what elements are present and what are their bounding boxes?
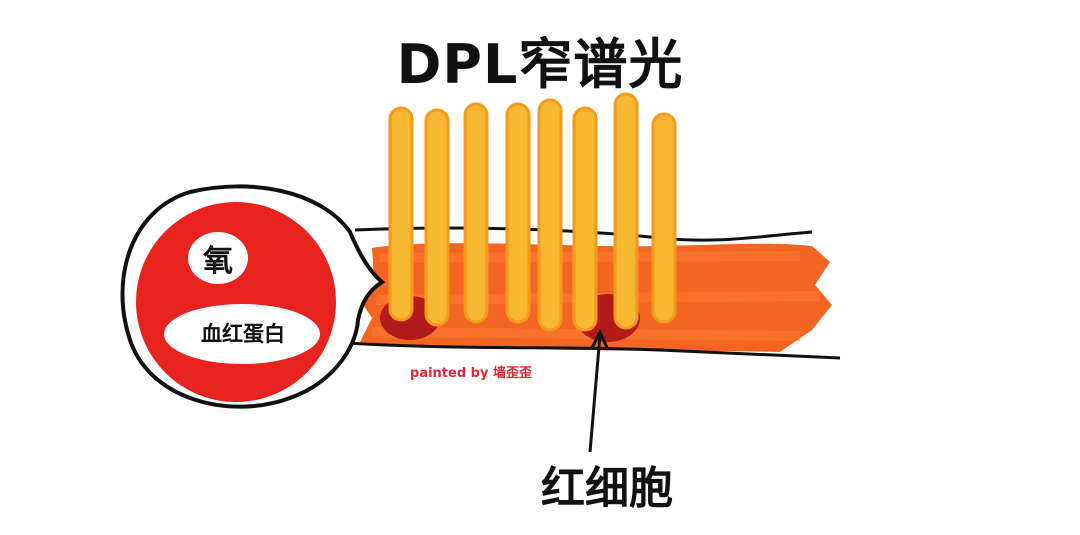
hemoglobin-label: 血红蛋白 — [168, 318, 318, 348]
red-blood-cell-label: 红细胞 — [507, 452, 707, 516]
diagram-title: DPL窄谱光 — [0, 20, 1080, 99]
pointer-arrow-line — [590, 335, 600, 452]
light-beam — [426, 110, 448, 325]
light-beam — [539, 100, 561, 330]
light-beam — [390, 108, 412, 320]
oxygen-bubble — [123, 186, 383, 406]
light-beam — [465, 104, 487, 322]
oxygen-label: 氧 — [190, 236, 246, 280]
light-beam — [507, 104, 529, 322]
light-beam — [653, 114, 675, 322]
signature-text: painted by 墙歪歪 — [410, 362, 532, 381]
light-beam — [615, 94, 637, 328]
light-beam — [574, 108, 596, 330]
